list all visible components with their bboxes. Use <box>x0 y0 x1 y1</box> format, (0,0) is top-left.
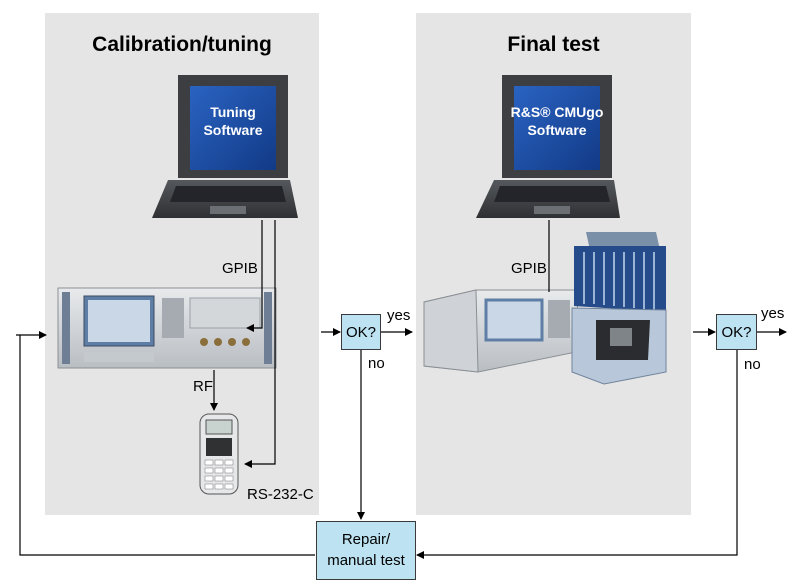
laptop-icon: Tuning Software <box>152 75 298 218</box>
laptop1-line1: Tuning <box>210 104 256 120</box>
gpib-label-1: GPIB <box>222 260 258 277</box>
repair-line2: manual test <box>327 552 405 569</box>
shielding-box-icon <box>571 232 667 385</box>
connector-lines <box>16 220 787 559</box>
laptop1-line2: Software <box>203 122 262 138</box>
ok-decision-box-2: OK? <box>716 314 757 350</box>
repair-line1: Repair/ <box>341 531 391 548</box>
no-label-2: no <box>744 356 761 373</box>
no-label-1: no <box>368 355 385 372</box>
laptop2-line2: Software <box>527 122 586 138</box>
mobile-phone-icon <box>199 413 239 495</box>
ok-decision-box-1: OK? <box>341 314 381 350</box>
repair-box: Repair/ manual test <box>316 521 416 580</box>
yes-label-1: yes <box>387 307 411 324</box>
calibration-title: Calibration/tuning <box>92 33 272 56</box>
gpib-label-2: GPIB <box>511 260 547 277</box>
radio-tester-icon <box>423 289 579 373</box>
rs232-label: RS-232-C <box>247 486 314 503</box>
laptop-icon: R&S® CMUgo Software <box>476 75 620 218</box>
rf-label: RF <box>193 378 213 395</box>
laptop2-line1: R&S® CMUgo <box>511 104 604 120</box>
yes-label-2: yes <box>761 305 785 322</box>
final-test-title: Final test <box>507 33 600 56</box>
radio-tester-icon <box>57 287 277 369</box>
